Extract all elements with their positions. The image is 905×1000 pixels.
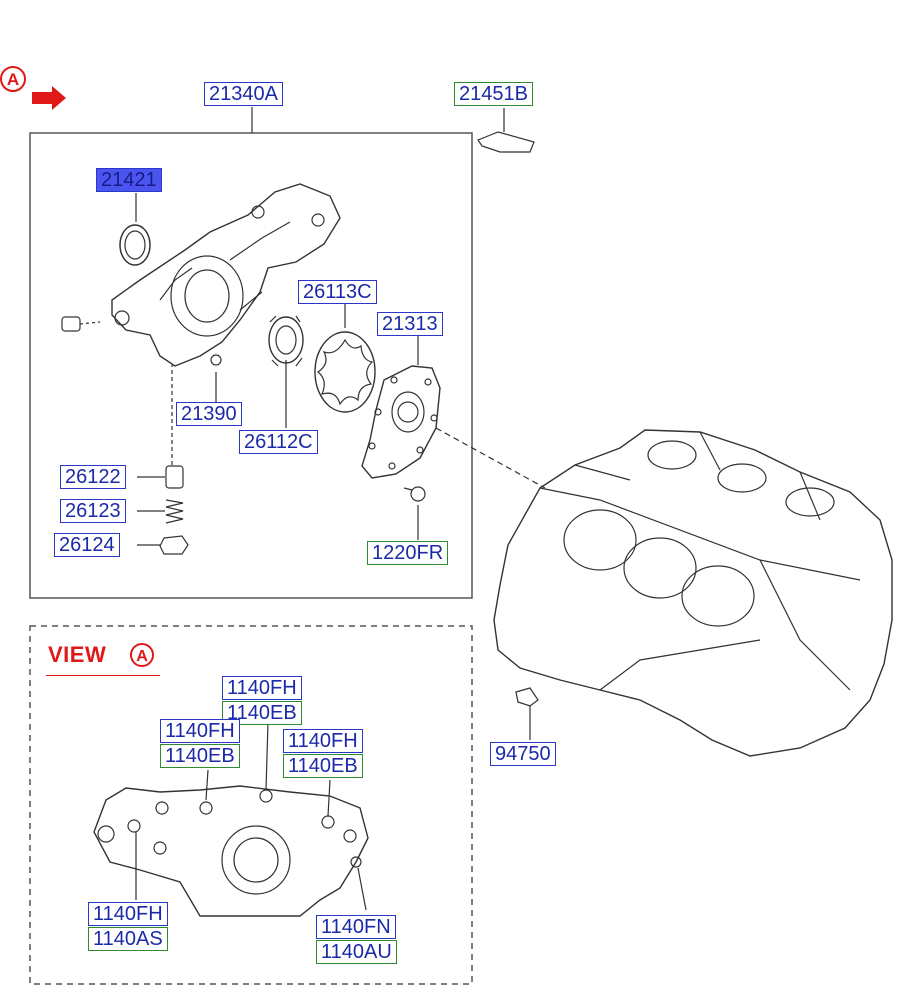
part-label-21340a[interactable]: 21340A xyxy=(204,82,283,106)
part-label-1140as[interactable]: 1140AS xyxy=(88,927,168,951)
part-label-21313[interactable]: 21313 xyxy=(377,312,443,336)
part-label-1140au[interactable]: 1140AU xyxy=(316,940,397,964)
sensor-part xyxy=(515,687,539,707)
part-label-26122[interactable]: 26122 xyxy=(60,465,126,489)
view-pump-body-part xyxy=(93,785,369,917)
part-label-1140fh-right[interactable]: 1140FH xyxy=(283,729,363,753)
pump-cover-part xyxy=(361,365,441,479)
part-label-1140fh-top[interactable]: 1140FH xyxy=(222,676,302,700)
view-title-underline xyxy=(46,675,160,676)
inner-rotor-part xyxy=(268,316,304,364)
oil-seal-part xyxy=(119,224,151,266)
spring-part xyxy=(165,499,184,524)
part-label-1140fh-left[interactable]: 1140FH xyxy=(160,719,240,743)
outer-rotor-part xyxy=(314,331,376,413)
view-direction-arrow xyxy=(32,86,66,110)
screw-part xyxy=(410,486,426,502)
part-label-1140eb-right[interactable]: 1140EB xyxy=(283,754,363,778)
part-label-26124[interactable]: 26124 xyxy=(54,533,120,557)
part-label-1140fh-bottom[interactable]: 1140FH xyxy=(88,902,168,926)
view-a-marker: A xyxy=(130,643,154,667)
part-label-21451b[interactable]: 21451B xyxy=(454,82,533,106)
assembly-frame xyxy=(29,132,473,599)
part-label-26112c[interactable]: 26112C xyxy=(239,430,318,454)
plug-part xyxy=(159,535,189,555)
oil-pump-body-part xyxy=(111,183,341,367)
part-label-1220fr[interactable]: 1220FR xyxy=(367,541,449,565)
part-label-26113c[interactable]: 26113C xyxy=(298,280,377,304)
callout-a-marker: A xyxy=(0,66,26,92)
part-label-26123[interactable]: 26123 xyxy=(60,499,126,523)
plunger-part xyxy=(165,465,184,489)
view-frame xyxy=(29,625,473,985)
part-label-21421-selected[interactable]: 21421 xyxy=(96,168,162,192)
part-label-1140fn[interactable]: 1140FN xyxy=(316,915,396,939)
engine-block-part xyxy=(493,429,893,757)
part-label-21390[interactable]: 21390 xyxy=(176,402,242,426)
gasket-part xyxy=(477,131,535,153)
view-a-title: VIEW xyxy=(48,642,107,667)
part-label-1140eb-left[interactable]: 1140EB xyxy=(160,744,240,768)
part-label-94750[interactable]: 94750 xyxy=(490,742,556,766)
